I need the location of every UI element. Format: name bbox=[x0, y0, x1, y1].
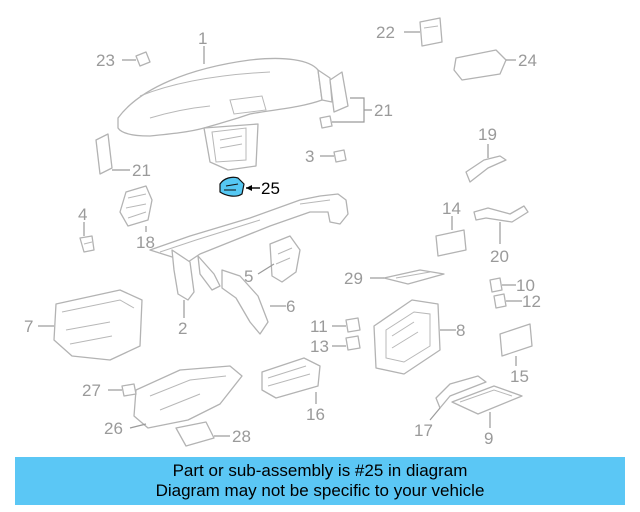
part-7-glove-box[interactable] bbox=[53, 289, 143, 361]
parts-diagram: 1 2 3 4 5 6 7 8 9 10 11 12 13 14 15 16 1… bbox=[24, 17, 541, 448]
callout-8: 8 bbox=[456, 321, 465, 340]
part-12-switch[interactable] bbox=[493, 293, 507, 309]
part-20-handle[interactable] bbox=[473, 205, 529, 223]
part-19-handle[interactable] bbox=[465, 155, 507, 183]
callout-4: 4 bbox=[78, 205, 87, 224]
part-23-clip[interactable] bbox=[135, 51, 151, 67]
callout-20: 20 bbox=[490, 247, 509, 266]
callout-28: 28 bbox=[232, 427, 251, 446]
part-14-cover[interactable] bbox=[435, 229, 467, 257]
callout-29: 29 bbox=[344, 269, 363, 288]
callout-9: 9 bbox=[484, 429, 493, 448]
callout-21-right: 21 bbox=[374, 101, 393, 120]
part-5-bracket[interactable] bbox=[269, 235, 301, 283]
callout-7: 7 bbox=[24, 317, 33, 336]
part-8-bezel[interactable] bbox=[373, 299, 441, 375]
part-21-side-cover-left[interactable] bbox=[95, 133, 113, 175]
callout-5: 5 bbox=[244, 267, 253, 286]
callout-24: 24 bbox=[518, 51, 537, 70]
callout-15: 15 bbox=[510, 367, 529, 386]
part-9-panel[interactable] bbox=[451, 385, 523, 415]
banner-line-part: Part or sub-assembly is #25 in diagram bbox=[172, 461, 468, 480]
part-11-switch[interactable] bbox=[345, 317, 361, 333]
callout-25: 25 bbox=[261, 179, 280, 198]
callout-1: 1 bbox=[198, 29, 207, 48]
banner-line-disclaimer: Diagram may not be specific to your vehi… bbox=[155, 481, 485, 500]
callout-17: 17 bbox=[414, 421, 433, 440]
part-16-vent[interactable] bbox=[261, 357, 321, 399]
callout-14: 14 bbox=[442, 199, 461, 218]
part-28-tray[interactable] bbox=[175, 421, 215, 447]
part-1-instrument-panel[interactable] bbox=[117, 57, 333, 171]
callout-2: 2 bbox=[178, 319, 187, 338]
part-26-lower-panel[interactable] bbox=[133, 365, 243, 429]
part-24-cover[interactable] bbox=[453, 49, 507, 81]
callout-21-left: 21 bbox=[132, 161, 151, 180]
callout-19: 19 bbox=[478, 125, 497, 144]
part-18-vent[interactable] bbox=[119, 185, 153, 227]
info-banner: Part or sub-assembly is #25 in diagram D… bbox=[15, 457, 625, 505]
part-15-cover[interactable] bbox=[499, 323, 533, 357]
part-27-clip[interactable] bbox=[121, 383, 137, 397]
part-4-clip[interactable] bbox=[79, 235, 95, 253]
callout-6: 6 bbox=[286, 297, 295, 316]
part-10-switch[interactable] bbox=[489, 277, 503, 293]
part-13-switch[interactable] bbox=[345, 335, 361, 351]
part-6-bracket[interactable] bbox=[221, 269, 269, 335]
callout-12: 12 bbox=[522, 292, 541, 311]
callout-26: 26 bbox=[104, 419, 123, 438]
callout-16: 16 bbox=[306, 405, 325, 424]
part-2-reinforcement[interactable] bbox=[149, 193, 349, 301]
part-22-switch[interactable] bbox=[419, 17, 443, 47]
part-3-clip[interactable] bbox=[333, 149, 347, 163]
callout-18: 18 bbox=[136, 233, 155, 252]
callout-11: 11 bbox=[310, 317, 328, 336]
part-21-side-cover-right[interactable] bbox=[319, 71, 349, 129]
callout-27: 27 bbox=[82, 381, 101, 400]
callout-23: 23 bbox=[96, 51, 115, 70]
callout-3: 3 bbox=[305, 147, 314, 166]
part-25-highlighted[interactable] bbox=[219, 176, 245, 197]
part-29-trim[interactable] bbox=[383, 269, 445, 285]
callout-10: 10 bbox=[516, 276, 535, 295]
callout-22: 22 bbox=[376, 23, 395, 42]
callout-13: 13 bbox=[310, 337, 329, 356]
